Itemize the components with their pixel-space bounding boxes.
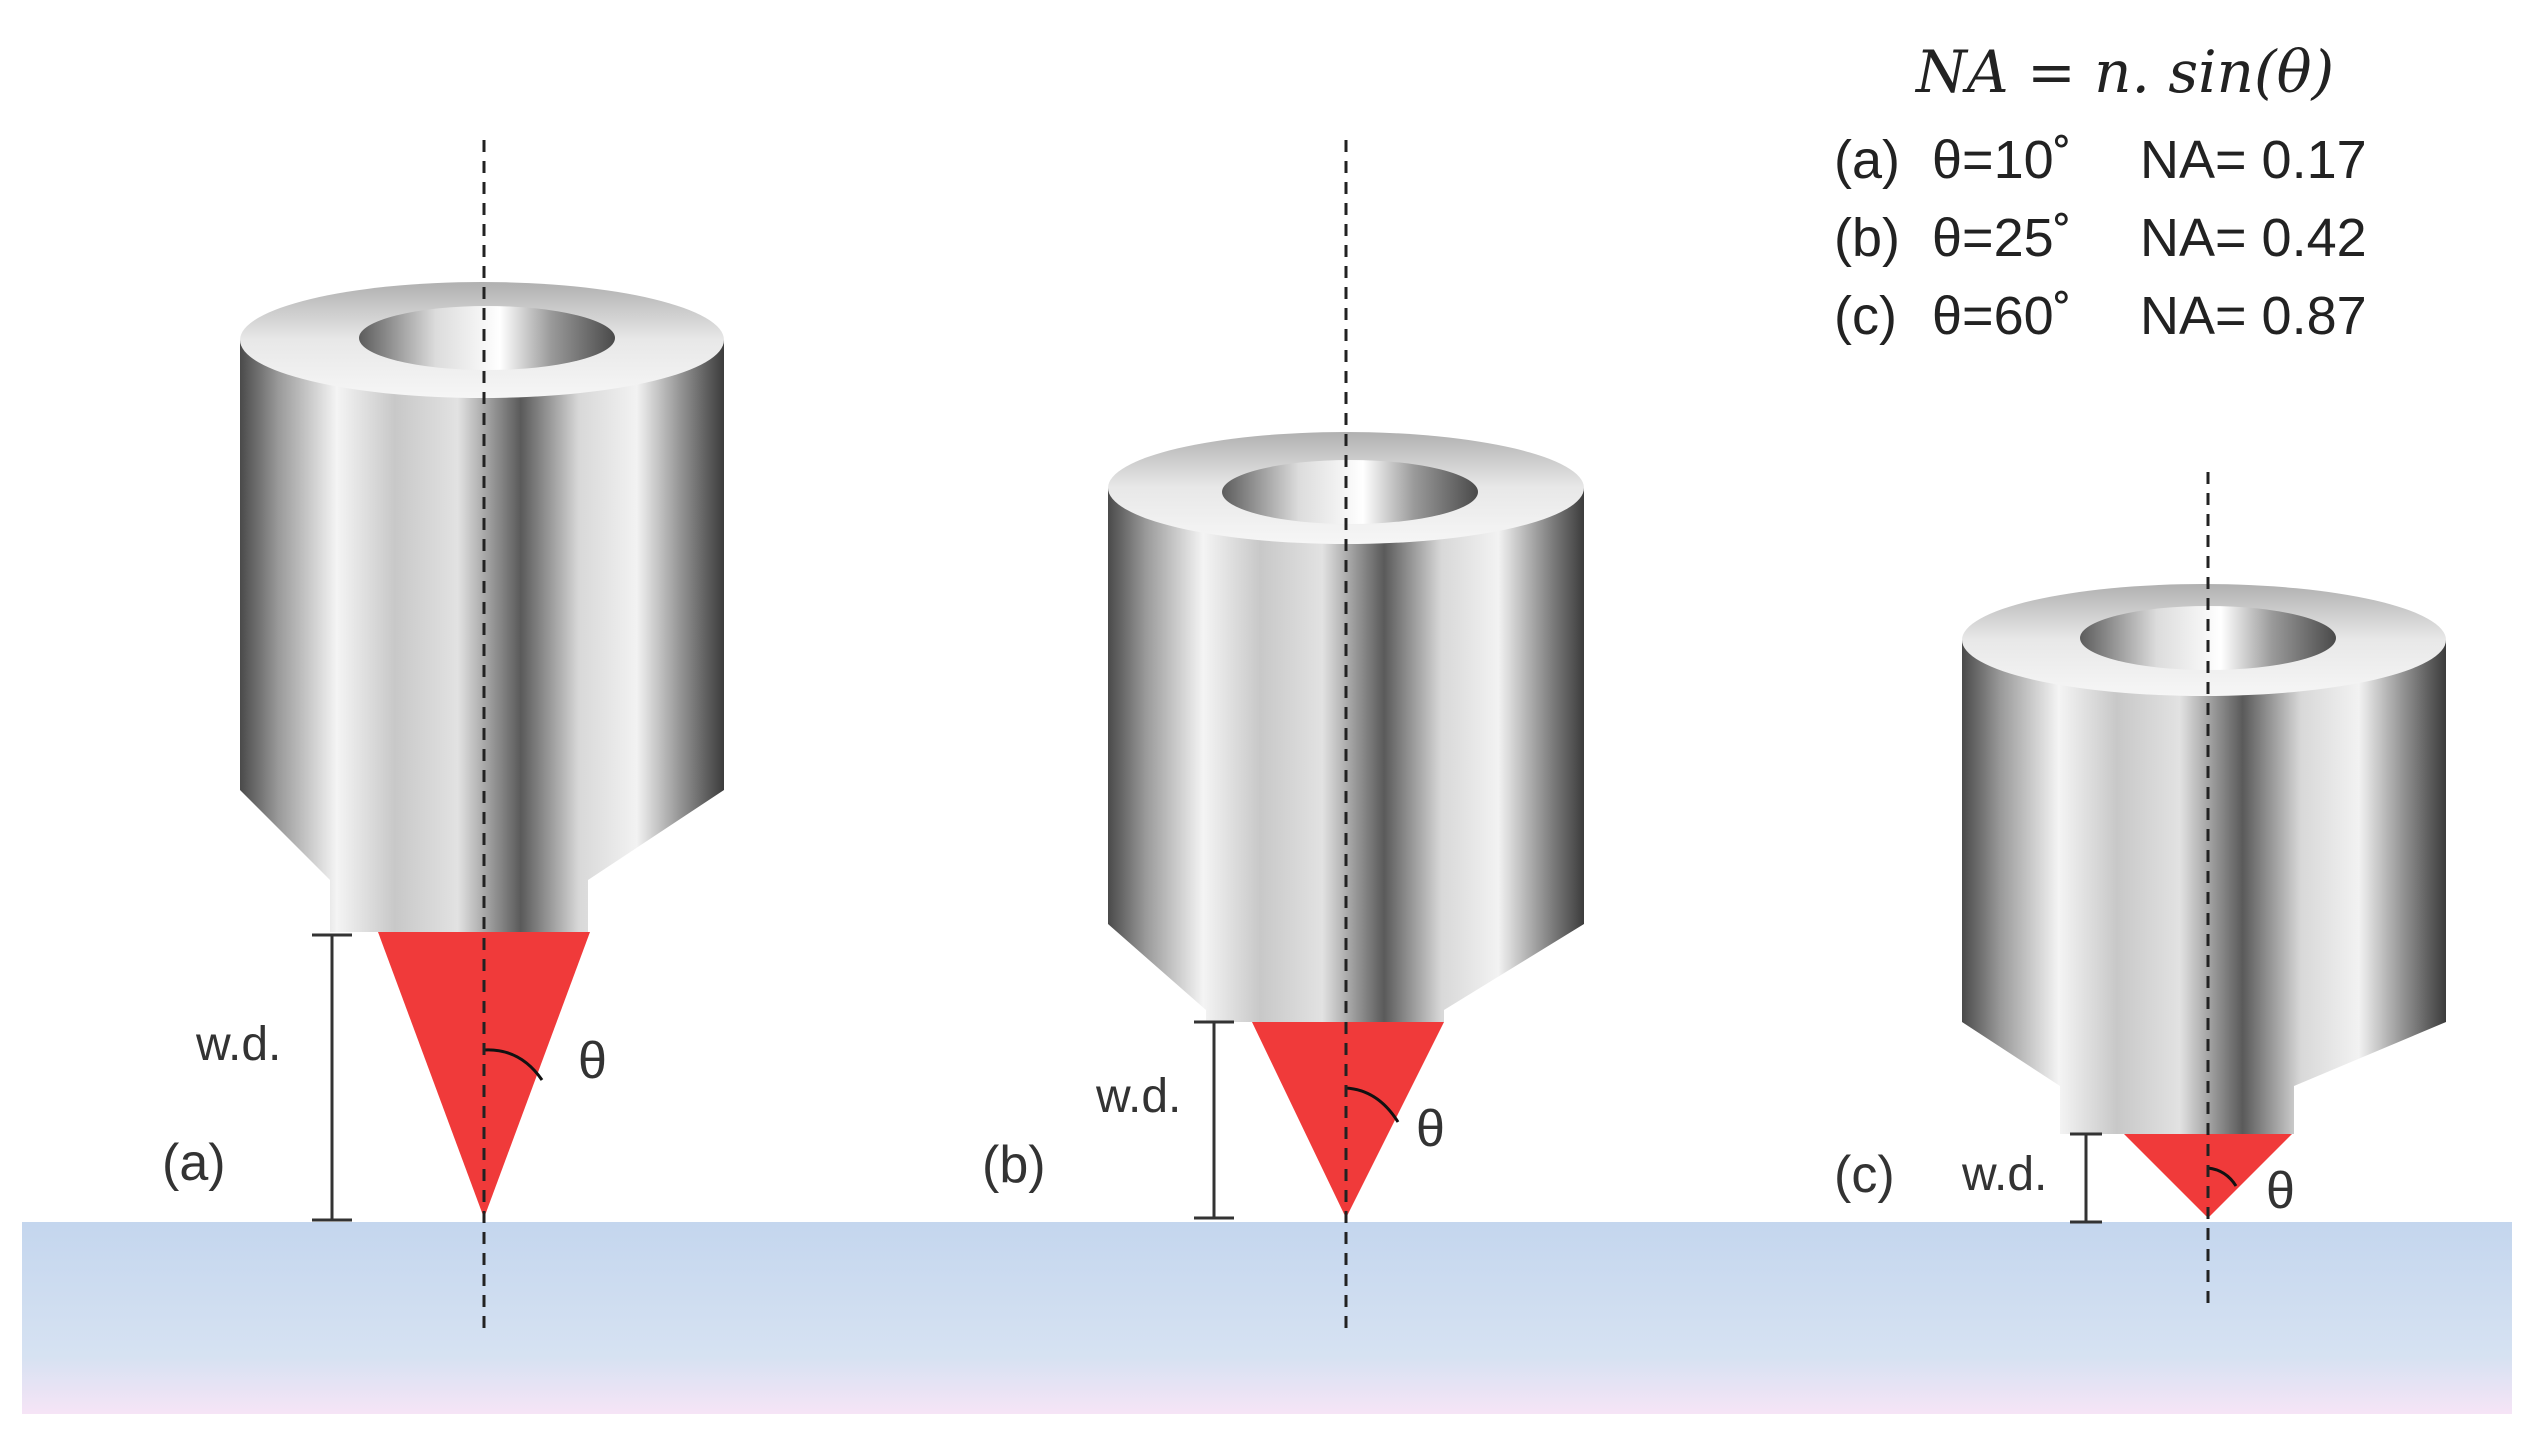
objective-a-barrel — [240, 340, 724, 932]
legend-na: NA= 0.17 — [2140, 130, 2367, 190]
legend-theta: θ=25˚ — [1932, 208, 2072, 268]
na-formula: NA = n. sin(θ) — [1914, 38, 2334, 106]
legend-na: NA= 0.87 — [2140, 286, 2367, 346]
objective-b-light-cone — [1252, 1022, 1444, 1218]
substrate — [22, 1222, 2512, 1414]
objective-b-wd-label: w.d. — [1095, 1070, 1181, 1123]
objective-a-angle-label: θ — [578, 1032, 607, 1090]
objective-c-angle-label: θ — [2266, 1162, 2295, 1220]
objective-c-wd-label: w.d. — [1961, 1148, 2047, 1201]
objective-b: w.d. θ (b) — [982, 140, 1584, 1330]
objective-c-aperture — [2080, 606, 2336, 670]
objective-a: w.d. θ (a) — [162, 140, 724, 1330]
objective-c-wd-bracket — [2070, 1132, 2102, 1224]
objective-a-wd-bracket — [312, 933, 352, 1222]
legend-label: (a) — [1834, 130, 1900, 190]
objective-b-angle-arc — [1345, 1086, 1400, 1123]
objective-a-aperture — [359, 306, 615, 370]
objective-b-wd-bracket — [1194, 1020, 1234, 1220]
objective-b-angle-label: θ — [1416, 1100, 1445, 1158]
objective-a-angle-arc — [483, 1048, 544, 1081]
objective-b-aperture — [1222, 460, 1478, 524]
objective-c-angle-arc — [2207, 1166, 2238, 1187]
objective-b-label: (b) — [982, 1136, 1046, 1194]
legend-row-a: (a) θ=10˚ NA= 0.17 — [1834, 130, 2367, 190]
legend-theta: θ=10˚ — [1932, 130, 2072, 190]
legend-row-c: (c) θ=60˚ NA= 0.87 — [1834, 286, 2367, 346]
objective-a-wd-label: w.d. — [195, 1018, 281, 1071]
legend: (a) θ=10˚ NA= 0.17 (b) θ=25˚ NA= 0.42 (c… — [1834, 130, 2367, 346]
legend-na: NA= 0.42 — [2140, 208, 2367, 268]
legend-label: (b) — [1834, 208, 1900, 268]
legend-label: (c) — [1834, 286, 1897, 346]
legend-row-b: (b) θ=25˚ NA= 0.42 — [1834, 208, 2367, 268]
legend-theta: θ=60˚ — [1932, 286, 2072, 346]
objective-c-label: (c) — [1834, 1146, 1895, 1204]
objective-a-label: (a) — [162, 1134, 226, 1192]
objective-c-barrel — [1962, 640, 2446, 1134]
objective-c: w.d. θ (c) — [1834, 472, 2446, 1304]
